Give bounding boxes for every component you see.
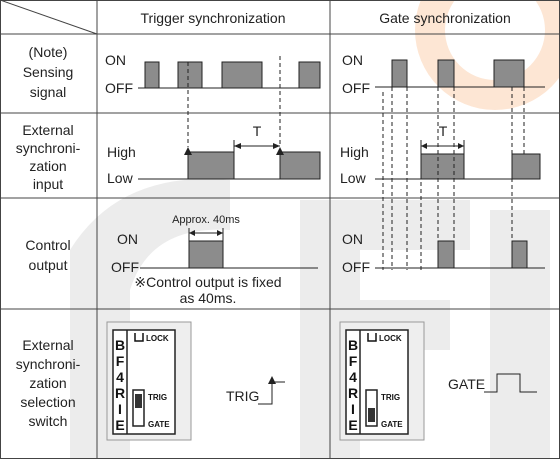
svg-text:ON: ON: [117, 231, 138, 247]
gate-sensing-waveform: ON OFF: [342, 52, 545, 96]
svg-text:ON: ON: [342, 231, 363, 247]
svg-text:F: F: [349, 353, 358, 369]
svg-text:F: F: [116, 353, 125, 369]
svg-text:ON: ON: [342, 52, 363, 68]
svg-text:LOCK: LOCK: [379, 334, 402, 343]
svg-text:OFF: OFF: [105, 80, 133, 96]
svg-text:(Note): (Note): [29, 44, 68, 60]
svg-text:I: I: [351, 401, 355, 417]
svg-text:OFF: OFF: [342, 80, 370, 96]
svg-text:External: External: [22, 122, 73, 138]
trigger-sensing-waveform: ON OFF: [105, 52, 321, 96]
svg-text:Sensing: Sensing: [23, 64, 74, 80]
row-label-external-input: External synchroni- zation input: [16, 122, 81, 192]
svg-text:TRIG: TRIG: [381, 393, 400, 402]
svg-text:zation: zation: [29, 158, 66, 174]
corner-diagonal: [0, 0, 98, 35]
svg-text:GATE: GATE: [381, 420, 403, 429]
gate-dashed-guides: [382, 87, 525, 270]
svg-text:switch: switch: [29, 413, 68, 429]
trigger-dashed-guides: [187, 56, 281, 147]
gate-control-output-waveform: ON OFF: [342, 231, 545, 275]
svg-text:Low: Low: [340, 170, 367, 186]
svg-text:zation: zation: [29, 375, 66, 391]
svg-text:ON: ON: [105, 52, 126, 68]
header-trigger: Trigger synchronization: [141, 10, 286, 26]
svg-text:input: input: [33, 176, 63, 192]
svg-text:I: I: [118, 401, 122, 417]
svg-text:R: R: [115, 385, 125, 401]
svg-text:4: 4: [349, 369, 357, 385]
gate-device-panel: B F 4 R I E LOCK TRIG GATE: [339, 321, 425, 441]
svg-text:E: E: [348, 417, 357, 433]
svg-text:synchroni-: synchroni-: [16, 356, 81, 372]
svg-text:External: External: [22, 337, 73, 353]
svg-text:OFF: OFF: [342, 259, 370, 275]
header-gate: Gate synchronization: [379, 10, 511, 26]
svg-text:LOCK: LOCK: [146, 334, 169, 343]
svg-text:T: T: [253, 123, 262, 139]
svg-text:R: R: [348, 385, 358, 401]
fixed-output-note-2: as 40ms.: [180, 290, 237, 306]
svg-text:synchroni-: synchroni-: [16, 140, 81, 156]
svg-text:signal: signal: [30, 84, 67, 100]
trig-switch-waveform: TRIG: [226, 376, 285, 405]
trigger-device-panel: B F 4 R I E LOCK TRIG GATE: [106, 321, 192, 441]
row-label-switch: External synchroni- zation selection swi…: [16, 337, 81, 429]
svg-text:High: High: [340, 144, 369, 160]
fixed-output-note: ※Control output is fixed: [134, 274, 281, 290]
svg-text:GATE: GATE: [148, 420, 170, 429]
svg-text:B: B: [348, 337, 358, 353]
svg-text:Approx. 40ms: Approx. 40ms: [172, 214, 240, 226]
svg-text:T: T: [439, 123, 448, 139]
svg-text:4: 4: [116, 369, 124, 385]
svg-text:High: High: [107, 144, 136, 160]
svg-text:E: E: [115, 417, 124, 433]
svg-text:TRIG: TRIG: [148, 393, 167, 402]
svg-text:selection: selection: [20, 394, 75, 410]
gate-external-input-waveform: High Low T: [340, 123, 541, 186]
trigger-external-input-waveform: High Low T: [107, 123, 321, 186]
svg-text:TRIG: TRIG: [226, 388, 259, 404]
gate-switch-waveform: GATE: [448, 373, 537, 393]
svg-text:OFF: OFF: [111, 259, 139, 275]
svg-text:B: B: [115, 337, 125, 353]
row-label-control-output: Control output: [25, 237, 70, 273]
trigger-control-output-waveform: ON OFF Approx. 40ms ※Control output is f…: [111, 214, 318, 306]
svg-text:output: output: [29, 257, 68, 273]
svg-text:GATE: GATE: [448, 376, 485, 392]
row-label-sensing: (Note) Sensing signal: [23, 44, 74, 100]
svg-text:Low: Low: [107, 170, 134, 186]
svg-text:Control: Control: [25, 237, 70, 253]
